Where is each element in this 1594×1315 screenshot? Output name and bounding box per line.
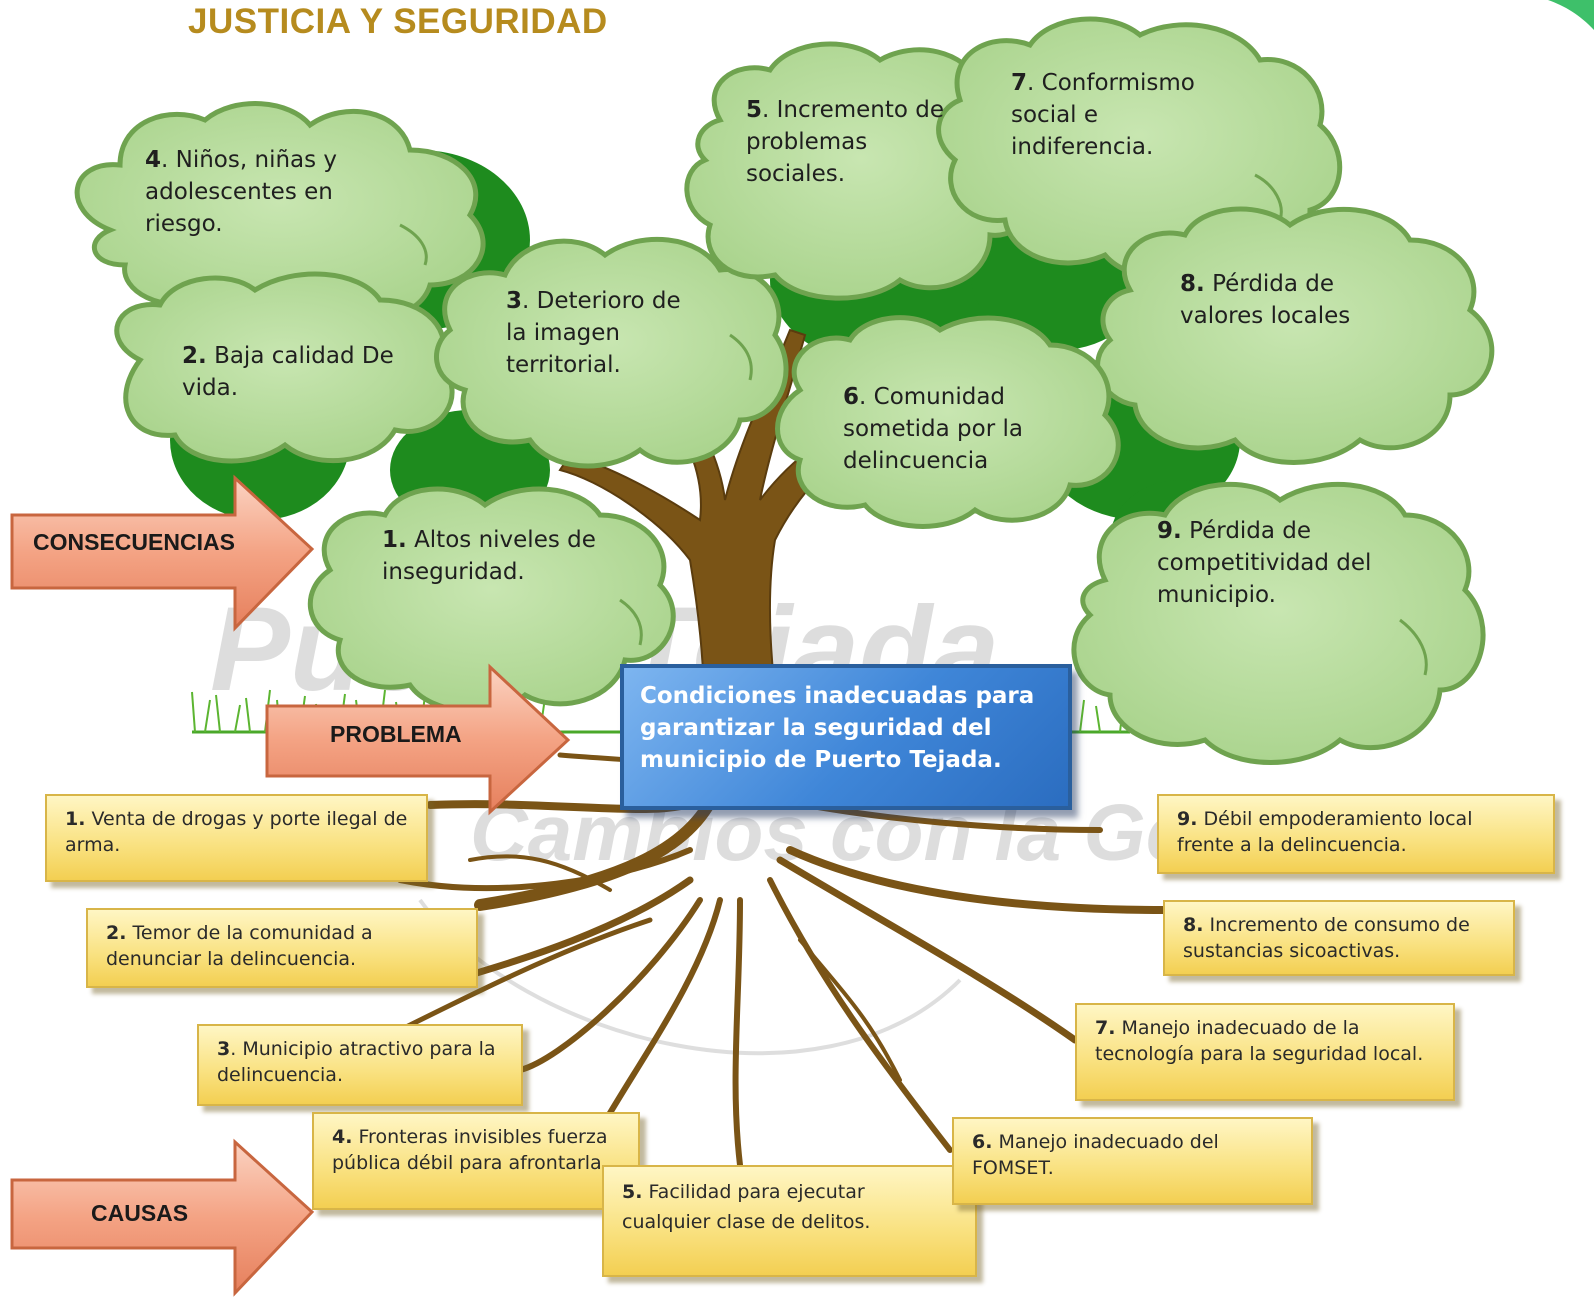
consequence-6: 6. Comunidad sometida por la delincuenci… bbox=[843, 384, 1023, 474]
consequence-4: 4. Niños, niñas y adolescentes en riesgo… bbox=[145, 147, 338, 237]
corner-mark bbox=[1548, 0, 1594, 30]
consequence-8: 8. Pérdida de valores locales bbox=[1180, 271, 1351, 329]
consequence-7: 7. Conformismo social e indiferencia. bbox=[1011, 70, 1195, 160]
cloud-1 bbox=[307, 486, 676, 714]
cause-4: 4. Fronteras invisibles fuerza pública d… bbox=[312, 1112, 640, 1210]
cause-8: 8. Incremento de consumo de sustancias s… bbox=[1163, 900, 1515, 976]
cause-3: 3. Municipio atractivo para la delincuen… bbox=[197, 1024, 523, 1106]
cause-2: 2. Temor de la comunidad a denunciar la … bbox=[86, 908, 478, 988]
cloud-6 bbox=[775, 315, 1121, 529]
consequence-9: 9. Pérdida de competitividad del municip… bbox=[1157, 518, 1372, 608]
consequence-1: 1. Altos niveles de inseguridad. bbox=[382, 527, 596, 585]
cause-7: 7. Manejo inadecuado de la tecnología pa… bbox=[1075, 1003, 1455, 1101]
arrow-causas bbox=[10, 1138, 315, 1297]
cloud-curls bbox=[399, 173, 1428, 676]
label-causas: CAUSAS bbox=[91, 1200, 189, 1226]
roots bbox=[377, 752, 1169, 1168]
arrow-problema bbox=[265, 663, 571, 816]
arrow-consecuencias bbox=[10, 474, 315, 632]
consequence-2: 2. Baja calidad De vida. bbox=[182, 343, 394, 401]
cause-5: 5. Facilidad para ejecutar cualquier cla… bbox=[602, 1165, 977, 1277]
label-problema: PROBLEMA bbox=[330, 721, 462, 747]
problem-box: Condiciones inadecuadas para garantizar … bbox=[620, 664, 1072, 810]
consequence-5: 5. Incremento de problemas sociales. bbox=[746, 97, 945, 187]
arrows bbox=[10, 474, 571, 1297]
cloud-9 bbox=[1071, 481, 1486, 765]
consequence-3: 3. Deterioro de la imagen territorial. bbox=[506, 288, 681, 378]
consequence-clouds bbox=[74, 16, 1495, 765]
label-consecuencias: CONSECUENCIAS bbox=[33, 529, 235, 555]
cause-9: 9. Débil empoderamiento local frente a l… bbox=[1157, 794, 1555, 874]
cause-6: 6. Manejo inadecuado del FOMSET. bbox=[952, 1117, 1313, 1205]
cause-1: 1. Venta de drogas y porte ilegal de arm… bbox=[45, 794, 428, 882]
page-title: JUSTICIA Y SEGURIDAD bbox=[188, 2, 608, 41]
cloud-8 bbox=[1095, 206, 1495, 465]
cloud-3 bbox=[434, 236, 789, 469]
